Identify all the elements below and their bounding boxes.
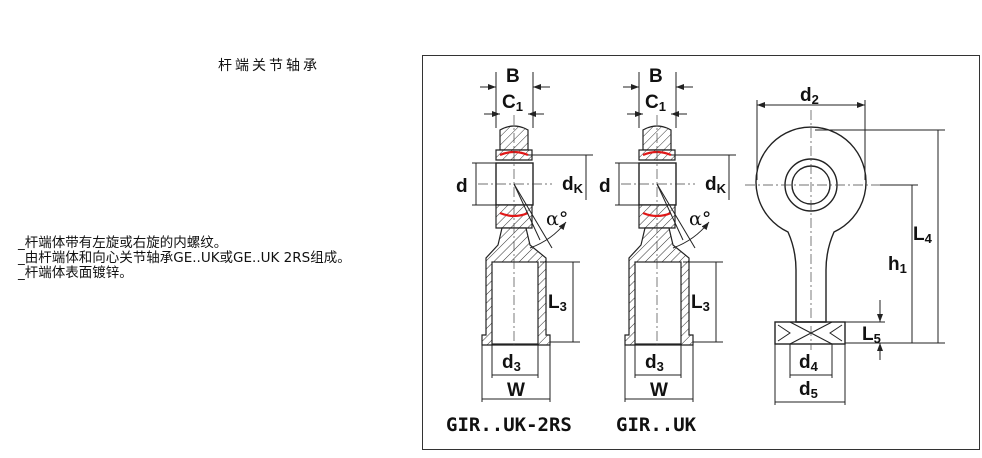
section-view-2rs: B C1 d dK α° L3 d3 W GIR..UK-2RS bbox=[446, 66, 593, 436]
dim-label-C1: C1 bbox=[502, 92, 523, 114]
model-name: GIR..UK-2RS bbox=[446, 414, 572, 436]
dim-label-B: B bbox=[506, 66, 520, 87]
drawing-frame bbox=[422, 55, 980, 450]
dim-label-dK: dK bbox=[705, 174, 727, 196]
dim-label-d: d bbox=[456, 176, 468, 197]
model-name: GIR..UK bbox=[616, 414, 697, 436]
section-view-uk: B C1 d dK α° L3 d3 W GIR..UK bbox=[599, 66, 736, 436]
dim-label-L5: L5 bbox=[862, 324, 881, 346]
dim-label-W: W bbox=[650, 380, 668, 401]
side-view: d2 L4 h1 L5 d4 d5 bbox=[745, 85, 945, 405]
dim-label-h1: h1 bbox=[888, 254, 907, 276]
note-item: _杆端体表面镀锌。 bbox=[18, 265, 133, 281]
dim-label-d5: d5 bbox=[799, 379, 818, 401]
dim-label-C1: C1 bbox=[645, 92, 666, 114]
dim-label-L3: L3 bbox=[548, 292, 567, 314]
dim-label-B: B bbox=[649, 66, 663, 87]
note-item: _由杆端体和向心关节轴承GE..UK或GE..UK 2RS组成。 bbox=[18, 250, 351, 266]
dim-label-dK: dK bbox=[562, 174, 584, 196]
dim-label-d3: d3 bbox=[645, 352, 664, 374]
dim-label-d2: d2 bbox=[800, 85, 819, 107]
dim-label-d: d bbox=[599, 176, 611, 197]
dim-label-alpha: α° bbox=[546, 208, 568, 230]
dim-label-L4: L4 bbox=[913, 224, 933, 246]
dim-label-L3: L3 bbox=[691, 292, 710, 314]
note-item: _杆端体带有左旋或右旋的内螺纹。 bbox=[18, 235, 228, 251]
dim-label-d3: d3 bbox=[502, 352, 521, 374]
dim-label-d4: d4 bbox=[799, 352, 819, 374]
dim-label-alpha: α° bbox=[689, 208, 711, 230]
page-title: 杆端关节轴承 bbox=[218, 58, 320, 74]
dim-label-W: W bbox=[507, 380, 525, 401]
feature-notes: _杆端体带有左旋或右旋的内螺纹。 _由杆端体和向心关节轴承GE..UK或GE..… bbox=[18, 236, 351, 281]
